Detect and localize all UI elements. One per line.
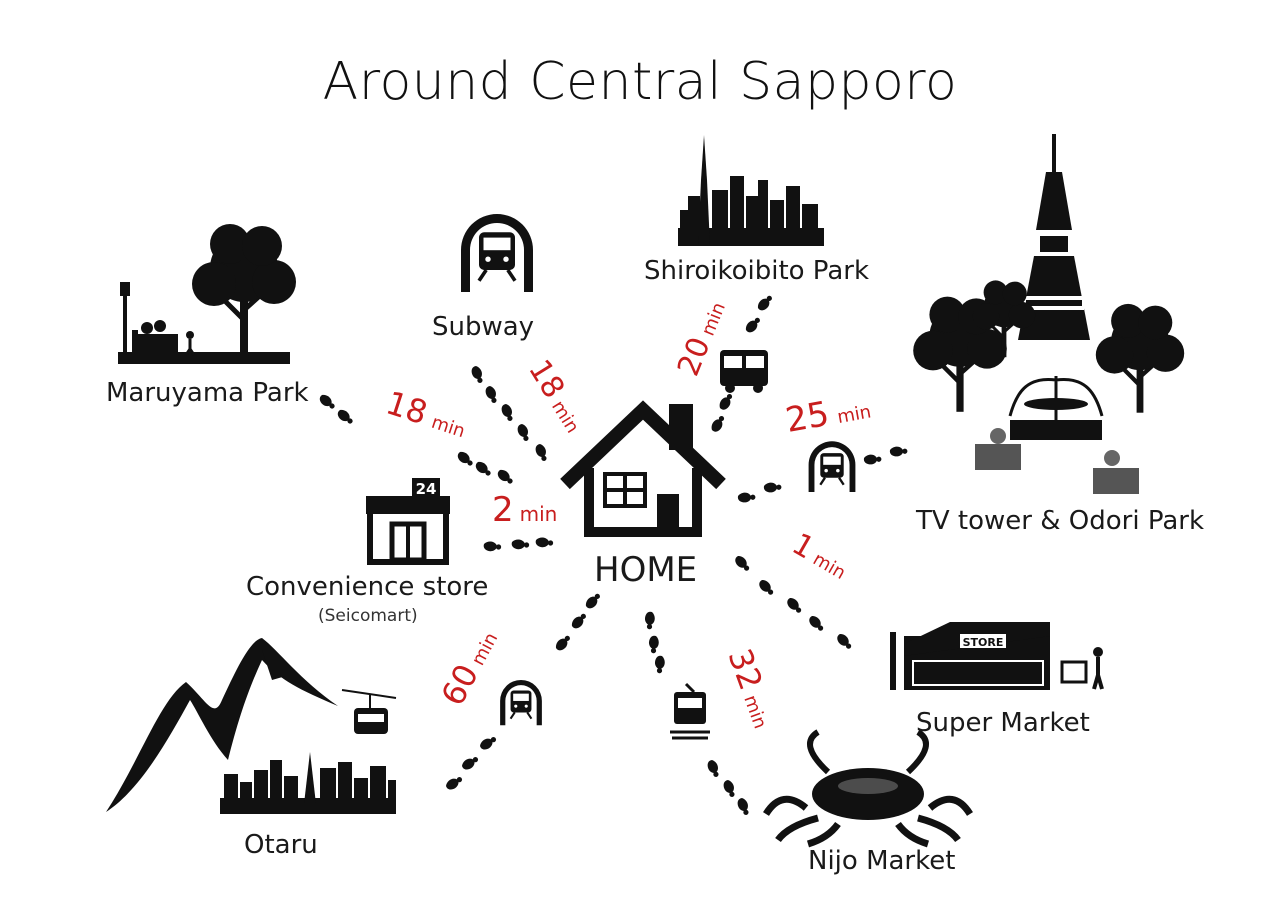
tv-tower-fountain-icon xyxy=(913,134,1184,494)
convenience-store-icon xyxy=(366,478,450,565)
label-subway: Subway xyxy=(432,312,535,342)
bus-icon xyxy=(720,350,768,393)
home-label: HOME xyxy=(594,550,698,590)
park-bench-tree-icon xyxy=(118,224,296,364)
mountain-ropeway-icon xyxy=(106,638,397,814)
time-otaru: 60min xyxy=(434,623,505,712)
store-sign: STORE xyxy=(963,636,1004,649)
badge-24h: 24 xyxy=(416,480,437,498)
subway-tunnel-small-icon-2 xyxy=(500,679,542,726)
label-otaru: Otaru xyxy=(244,830,318,860)
label-super-market: Super Market xyxy=(916,708,1090,738)
time-super: 1min xyxy=(786,527,855,587)
label-shiroikoibito-park: Shiroikoibito Park xyxy=(644,256,869,286)
page-title: Around Central Sapporo xyxy=(322,52,958,112)
city-skyline-icon xyxy=(678,135,824,246)
svg-text:18min: 18min xyxy=(382,383,472,445)
subway-tunnel-icon xyxy=(461,214,533,292)
supermarket-store-icon xyxy=(890,622,1104,690)
svg-text:18min: 18min xyxy=(521,354,592,439)
time-subway: 18min xyxy=(521,354,592,439)
time-nijo: 32min xyxy=(720,644,783,733)
home-icon xyxy=(560,400,726,537)
label-seicomart: (Seicomart) xyxy=(318,606,418,626)
svg-text:32min: 32min xyxy=(720,644,783,733)
crab-icon xyxy=(763,729,973,848)
svg-text:60min: 60min xyxy=(434,623,505,712)
label-convenience-store: Convenience store xyxy=(246,572,489,602)
label-nijo-market: Nijo Market xyxy=(808,846,956,876)
time-maruyama: 18min xyxy=(382,383,472,445)
svg-text:1min: 1min xyxy=(786,527,855,587)
label-tv-tower-odori: TV tower & Odori Park xyxy=(916,506,1205,536)
subway-tunnel-small-icon xyxy=(808,441,856,492)
tram-icon xyxy=(670,682,710,740)
label-maruyama-park: Maruyama Park xyxy=(106,378,309,408)
